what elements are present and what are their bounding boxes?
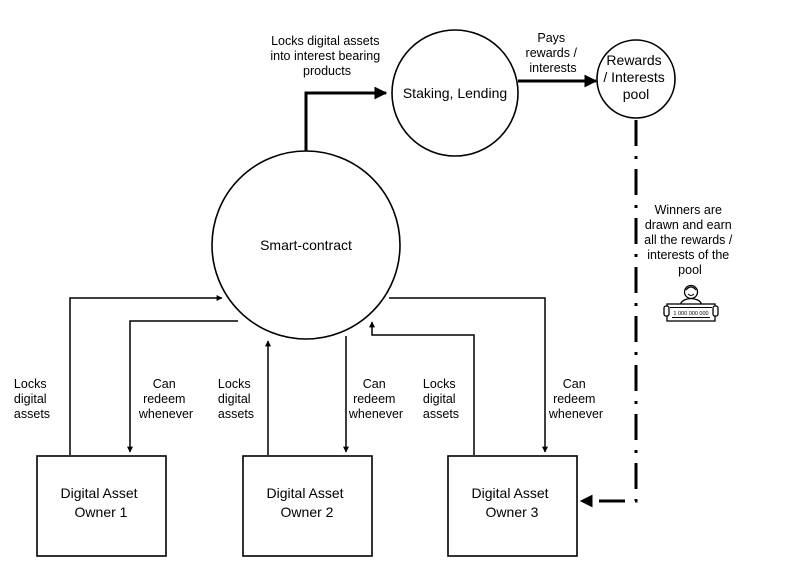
edge-owner3-redeem — [389, 297, 548, 453]
owner2-label: Digital Asset Owner 2 — [267, 485, 348, 520]
smart-contract-node — [211, 150, 401, 340]
owner3-redeem-label: Can redeem whenever — [548, 377, 603, 421]
owner2-locks-label: Locks digital assets — [218, 377, 254, 421]
owner3-label: Digital Asset Owner 3 — [472, 485, 553, 520]
edge-pool-to-owner3 — [579, 120, 638, 508]
check-amount: 1 000 000 000 — [673, 311, 708, 317]
owner2-redeem-label: Can redeem whenever — [348, 377, 403, 421]
pays-rewards-label: Pays rewards / interests — [526, 31, 581, 75]
owner3-box — [447, 455, 578, 557]
edge-owner3-locks — [369, 321, 475, 455]
owner1-label: Digital Asset Owner 1 — [61, 485, 142, 520]
owner2-box — [242, 455, 373, 557]
edge-contract-to-staking — [304, 86, 388, 154]
winners-label: Winners are drawn and earn all the rewar… — [644, 203, 736, 277]
smart-contract-label: Smart-contract — [260, 237, 352, 253]
staking-lending-label: Staking, Lending — [403, 85, 507, 101]
locks-into-products-label: Locks digital assets into interest beari… — [270, 34, 383, 78]
owner1-locks-label: Locks digital assets — [14, 377, 50, 421]
rewards-pool-label: Rewards / Interests pool — [603, 52, 668, 102]
owner1-redeem-label: Can redeem whenever — [138, 377, 193, 421]
staking-lending-node — [391, 29, 519, 157]
owner1-box — [36, 455, 167, 557]
winner-check-icon: 1 000 000 000 — [663, 284, 719, 322]
rewards-pool-node — [596, 39, 676, 119]
edge-owner1-locks — [69, 295, 223, 455]
owner3-locks-label: Locks digital assets — [423, 377, 459, 421]
edge-owner1-redeem — [127, 320, 238, 453]
